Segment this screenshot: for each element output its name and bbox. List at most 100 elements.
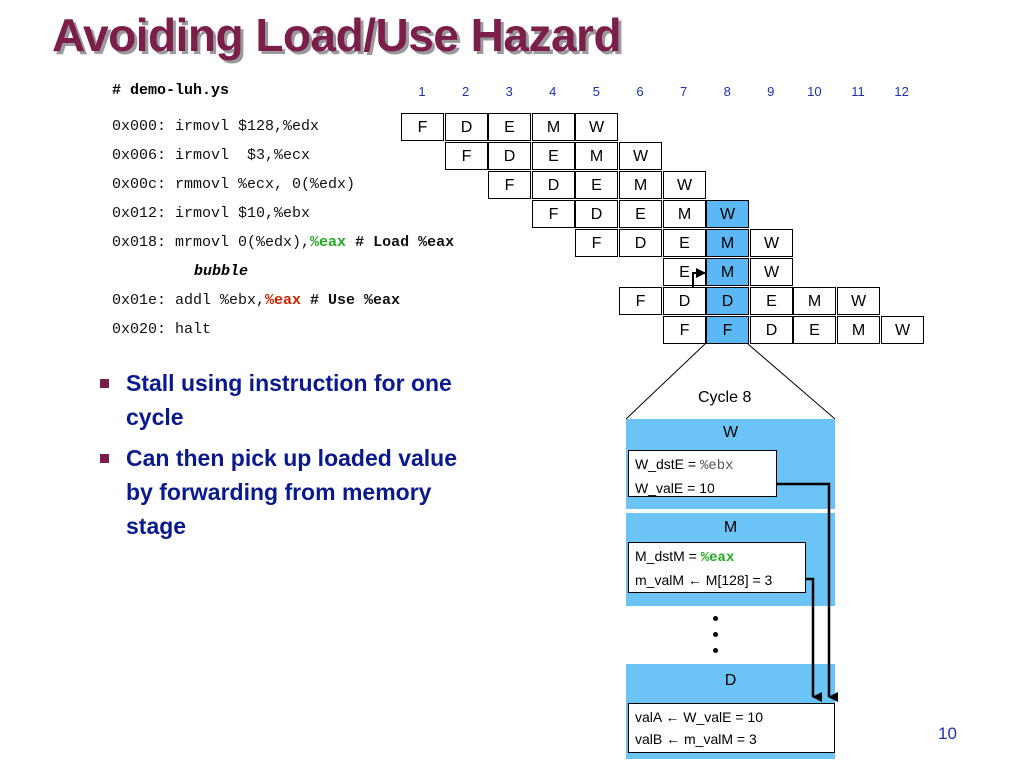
pipeline-cell: D bbox=[706, 287, 749, 315]
pipeline-cell: W bbox=[663, 171, 706, 199]
zoom-line-right bbox=[747, 343, 836, 420]
ellipsis-dot bbox=[713, 648, 718, 653]
pipeline-cell: F bbox=[488, 171, 531, 199]
pipeline-cell: W bbox=[619, 142, 662, 170]
instruction-line: 0x018: mrmovl 0(%edx),%eax # Load %eax bbox=[112, 234, 454, 251]
w-stage-label: W bbox=[722, 424, 739, 441]
pipeline-cell: F bbox=[575, 229, 618, 257]
pipeline-cell: W bbox=[706, 200, 749, 228]
instruction-line: 0x012: irmovl $10,%ebx bbox=[112, 205, 310, 222]
d-register-box: valA ← W_valE = 10 valB ← m_valM = 3 bbox=[628, 703, 835, 753]
cycle-number: 10 bbox=[807, 84, 822, 99]
bullet-text: Can then pick up loaded value by forward… bbox=[126, 445, 458, 539]
pipeline-cell: D bbox=[575, 200, 618, 228]
cycle-8-label: Cycle 8 bbox=[698, 389, 752, 406]
pipeline-cell: W bbox=[750, 229, 793, 257]
w-register-box: W_dstE = %ebx W_valE = 10 bbox=[628, 450, 777, 497]
bullet-square-icon bbox=[100, 454, 109, 463]
pipeline-cell: D bbox=[663, 287, 706, 315]
cycle-number: 8 bbox=[723, 84, 731, 99]
pipeline-cell: D bbox=[488, 142, 531, 170]
m-dstm-line: M_dstM = %eax bbox=[635, 545, 799, 569]
pipeline-cell: F bbox=[401, 113, 444, 141]
cycle-number: 11 bbox=[851, 84, 865, 99]
register-highlight: %eax bbox=[265, 292, 302, 309]
bullet-square-icon bbox=[100, 379, 109, 388]
d-vala-line: valA ← W_valE = 10 bbox=[635, 709, 764, 725]
m-register-box: M_dstM = %eax m_valM ← M[128] = 3 bbox=[628, 542, 806, 593]
instruction-text: 0x000: irmovl $128,%edx bbox=[112, 118, 320, 135]
bullet-item: Can then pick up loaded value by forward… bbox=[100, 441, 490, 543]
cycle-number: 9 bbox=[767, 84, 775, 99]
cycle-number: 6 bbox=[636, 84, 644, 99]
pipeline-cell: F bbox=[532, 200, 575, 228]
m-dstm-value: %eax bbox=[700, 550, 735, 566]
cycle-number: 7 bbox=[679, 84, 688, 99]
pipeline-cell: M bbox=[619, 171, 662, 199]
pipeline-cell: W bbox=[575, 113, 618, 141]
instruction-line: 0x000: irmovl $128,%edx bbox=[112, 118, 319, 135]
pipeline-cell: M bbox=[532, 113, 575, 141]
forward-m-valm-arrow bbox=[806, 577, 822, 702]
pipeline-cell: M bbox=[837, 316, 880, 344]
cycle-number: 2 bbox=[461, 84, 470, 99]
cycle-number: 5 bbox=[592, 84, 600, 99]
file-header: # demo-luh.ys bbox=[112, 82, 230, 99]
pipeline-cell: M bbox=[706, 229, 749, 257]
pipeline-cell: E bbox=[532, 142, 575, 170]
pipeline-cell: M bbox=[663, 200, 706, 228]
pipeline-cell: E bbox=[488, 113, 531, 141]
instruction-text: 0x020: halt bbox=[112, 321, 212, 338]
pipeline-cell: E bbox=[619, 200, 662, 228]
instruction-text: 0x01e: addl %ebx, bbox=[112, 292, 266, 309]
pipeline-cell: E bbox=[663, 229, 706, 257]
pipeline-cell: D bbox=[532, 171, 575, 199]
page-number: 10 bbox=[938, 724, 957, 743]
instruction-line: 0x020: halt bbox=[112, 321, 211, 338]
pipeline-cell: M bbox=[575, 142, 618, 170]
pipeline-cell: E bbox=[750, 287, 793, 315]
forward-w-vale-arrow bbox=[777, 482, 838, 702]
instruction-text: 0x012: irmovl $10,%ebx bbox=[112, 205, 311, 222]
slide-title: Avoiding Load/Use Hazard bbox=[52, 9, 622, 61]
stall-arrow bbox=[692, 268, 706, 287]
register-highlight: %eax bbox=[310, 234, 347, 251]
instruction-text: 0x00c: rmmovl %ecx, 0(%edx) bbox=[112, 176, 356, 193]
instruction-comment: # Use %eax bbox=[301, 292, 401, 309]
instruction-text: 0x006: irmovl $3,%ecx bbox=[112, 147, 311, 164]
w-vale-line: W_valE = 10 bbox=[635, 480, 715, 496]
zoom-line-left bbox=[625, 343, 706, 420]
w-dste-value: %ebx bbox=[699, 458, 734, 474]
instruction-comment: # Load %eax bbox=[346, 234, 455, 251]
pipeline-cell: M bbox=[793, 287, 836, 315]
pipeline-cell: M bbox=[706, 258, 749, 286]
cycle-number: 3 bbox=[505, 84, 513, 99]
w-dste-line: W_dstE = %ebx bbox=[635, 453, 770, 477]
pipeline-cell: W bbox=[881, 316, 924, 344]
m-valm-line: m_valM ← M[128] = 3 bbox=[635, 572, 773, 588]
d-valb-line: valB ← m_valM = 3 bbox=[635, 731, 757, 747]
d-stage-label: D bbox=[724, 672, 737, 689]
pipeline-cell: W bbox=[837, 287, 880, 315]
instruction-line: 0x006: irmovl $3,%ecx bbox=[112, 147, 310, 164]
instruction-line: 0x01e: addl %ebx,%eax # Use %eax bbox=[112, 292, 400, 309]
pipeline-cell: F bbox=[663, 316, 706, 344]
pipeline-cell: E bbox=[793, 316, 836, 344]
cycle-number: 12 bbox=[894, 84, 909, 99]
pipeline-cell: E bbox=[575, 171, 618, 199]
pipeline-cell: D bbox=[445, 113, 488, 141]
pipeline-cell: D bbox=[619, 229, 662, 257]
bullet-item: Stall using instruction for one cycle bbox=[100, 366, 490, 434]
bullet-text: Stall using instruction for one cycle bbox=[126, 370, 452, 430]
pipeline-cell: F bbox=[445, 142, 488, 170]
cycle-number: 4 bbox=[549, 84, 557, 99]
pipeline-cell: W bbox=[750, 258, 793, 286]
w-dste-label: W_dstE = bbox=[635, 456, 700, 472]
bubble-label: bubble bbox=[194, 263, 249, 280]
ellipsis-dot bbox=[713, 632, 718, 637]
cycle-number: 1 bbox=[418, 84, 426, 99]
ellipsis-dot bbox=[713, 616, 718, 621]
m-stage-label: M bbox=[723, 519, 738, 536]
instruction-line: 0x00c: rmmovl %ecx, 0(%edx) bbox=[112, 176, 355, 193]
